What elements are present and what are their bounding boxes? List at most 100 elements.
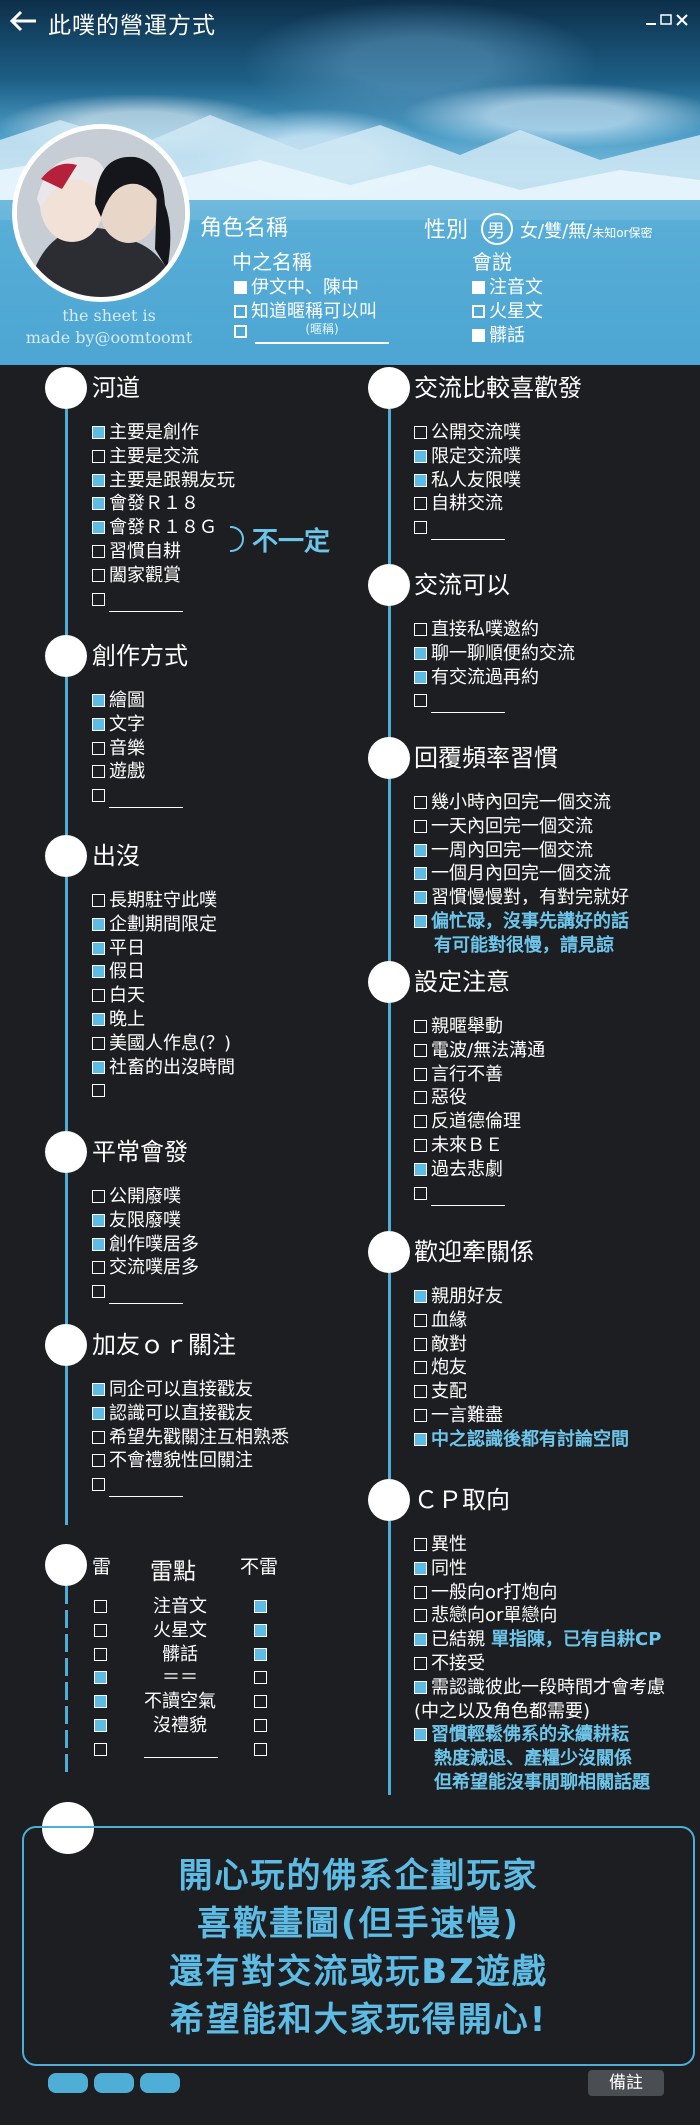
speak-item[interactable]: 火星文	[472, 297, 543, 323]
option-item[interactable]: 公開廢噗	[92, 1185, 181, 1209]
thunder-checkbox-icon[interactable]	[94, 1623, 107, 1637]
checkbox-icon[interactable]	[92, 1430, 105, 1444]
checkbox-icon[interactable]	[92, 1406, 105, 1420]
option-item[interactable]: 過去悲劇	[414, 1158, 503, 1182]
option-item[interactable]: 敵對	[414, 1333, 467, 1357]
option-item[interactable]: 直接私噗邀約	[414, 618, 539, 642]
zh-name-item[interactable]	[234, 321, 251, 342]
back-arrow-icon[interactable]	[8, 8, 38, 34]
option-item[interactable]: 惡役	[414, 1086, 467, 1110]
checkbox-icon[interactable]	[414, 623, 427, 636]
option-item[interactable]	[92, 784, 183, 809]
option-item[interactable]: 一個月內回完一個交流	[414, 862, 611, 886]
checkbox-icon[interactable]	[92, 1478, 105, 1492]
option-item[interactable]: 主要是跟親友玩	[92, 469, 235, 493]
blank-field[interactable]	[431, 522, 505, 541]
checkbox-icon[interactable]	[92, 1013, 105, 1026]
ok-checkbox-icon[interactable]	[254, 1600, 267, 1613]
option-item[interactable]	[414, 1182, 505, 1206]
option-item[interactable]: 習慣自耕	[92, 540, 181, 564]
checkbox-icon[interactable]	[414, 1337, 427, 1351]
option-item[interactable]: 私人友限噗	[414, 469, 521, 493]
checkbox-icon[interactable]	[92, 521, 105, 535]
blank-field[interactable]	[109, 1286, 183, 1305]
thunder-checkbox-icon[interactable]	[94, 1742, 107, 1756]
zh-name-item[interactable]: 伊文中、陳中	[234, 273, 359, 299]
checkbox-icon[interactable]	[92, 894, 105, 907]
blank-field[interactable]	[109, 594, 183, 612]
option-item[interactable]: 友限廢噗	[92, 1209, 181, 1233]
checkbox-icon[interactable]	[92, 1036, 105, 1050]
checkbox-icon[interactable]	[414, 473, 427, 487]
option-item[interactable]: 會發Ｒ１８Ｇ	[92, 516, 217, 540]
option-item[interactable]: 假日	[92, 960, 145, 984]
checkbox-icon[interactable]	[414, 497, 427, 511]
checkbox-icon[interactable]	[92, 789, 105, 803]
thunder-checkbox-icon[interactable]	[94, 1600, 107, 1613]
checkbox-icon[interactable]	[414, 1313, 427, 1327]
checkbox-icon[interactable]	[414, 1657, 427, 1670]
checkbox-icon[interactable]	[92, 1285, 105, 1299]
speak-item[interactable]: 注音文	[472, 273, 543, 299]
blank-field[interactable]	[109, 1479, 183, 1498]
option-item[interactable]: 企劃期間限定	[92, 913, 217, 937]
checkbox-icon[interactable]	[414, 1561, 427, 1575]
checkbox-icon[interactable]	[234, 305, 247, 318]
page-dot-3[interactable]	[140, 2073, 180, 2093]
option-item[interactable]: 幾小時內回完一個交流	[414, 791, 611, 815]
option-item[interactable]: 平日	[92, 937, 145, 961]
option-item[interactable]	[92, 1473, 183, 1498]
option-item[interactable]: 炮友	[414, 1356, 467, 1380]
option-item[interactable]: 主要是創作	[92, 421, 199, 445]
checkbox-icon[interactable]	[414, 1361, 427, 1375]
option-item[interactable]: 遊戲	[92, 760, 145, 784]
window-controls-icon[interactable]	[644, 12, 692, 28]
checkbox-icon[interactable]	[414, 1115, 427, 1129]
option-item[interactable]: 支配	[414, 1380, 467, 1404]
checkbox-icon[interactable]	[414, 1043, 427, 1057]
checkbox-icon[interactable]	[92, 1060, 105, 1074]
page-dot-1[interactable]	[48, 2073, 88, 2093]
option-item[interactable]: 繪圖	[92, 689, 145, 713]
option-item[interactable]	[414, 689, 505, 714]
checkbox-icon[interactable]	[414, 1139, 427, 1152]
checkbox-icon[interactable]	[92, 449, 105, 463]
checkbox-icon[interactable]	[414, 426, 427, 439]
checkbox-icon[interactable]	[414, 1680, 427, 1694]
option-item[interactable]: 習慣慢慢對，有對完就好	[414, 886, 629, 910]
option-item[interactable]: 公開交流噗	[414, 421, 521, 445]
option-item[interactable]: 長期駐守此噗	[92, 889, 217, 913]
option-item[interactable]: 血緣	[414, 1309, 467, 1333]
option-item[interactable]: 需認識彼此一段時間才會考慮	[414, 1676, 665, 1700]
thunder-checkbox-icon[interactable]	[94, 1695, 107, 1709]
ok-checkbox-icon[interactable]	[254, 1742, 267, 1756]
option-item[interactable]	[92, 588, 183, 612]
thunder-checkbox-icon[interactable]	[94, 1719, 107, 1732]
option-item[interactable]: 不接受	[414, 1652, 485, 1676]
option-item[interactable]: 有交流過再約	[414, 666, 539, 690]
checkbox-icon[interactable]	[92, 1237, 105, 1251]
checkbox-icon[interactable]	[414, 1409, 427, 1422]
zh-name-item[interactable]: 知道暱稱可以叫	[234, 297, 377, 323]
checkbox-icon[interactable]	[414, 646, 427, 660]
checkbox-icon[interactable]	[414, 1633, 427, 1647]
checkbox-icon[interactable]	[92, 694, 105, 707]
checkbox-icon[interactable]	[414, 449, 427, 463]
option-item[interactable]: 親朋好友	[414, 1285, 503, 1309]
option-item[interactable]: 美國人作息(？)	[92, 1032, 231, 1056]
checkbox-icon[interactable]	[92, 1383, 105, 1396]
option-item[interactable]: 同企可以直接戳友	[92, 1378, 253, 1402]
checkbox-icon[interactable]	[414, 1020, 427, 1033]
option-item[interactable]: 希望先戳關注互相熟悉	[92, 1426, 289, 1450]
checkbox-icon[interactable]	[92, 473, 105, 487]
checkbox-icon[interactable]	[414, 1728, 427, 1742]
option-item[interactable]: 自耕交流	[414, 492, 503, 516]
checkbox-icon[interactable]	[92, 917, 105, 931]
option-item[interactable]: 限定交流噗	[414, 445, 521, 469]
option-item[interactable]: 未來ＢＥ	[414, 1134, 503, 1158]
checkbox-icon[interactable]	[414, 1432, 427, 1446]
gender-unknown[interactable]: 未知or保密	[592, 226, 653, 240]
note-button[interactable]: 備註	[588, 2070, 664, 2096]
option-item[interactable]: 創作噗居多	[92, 1233, 199, 1257]
option-item[interactable]: 闔家觀賞	[92, 564, 181, 588]
